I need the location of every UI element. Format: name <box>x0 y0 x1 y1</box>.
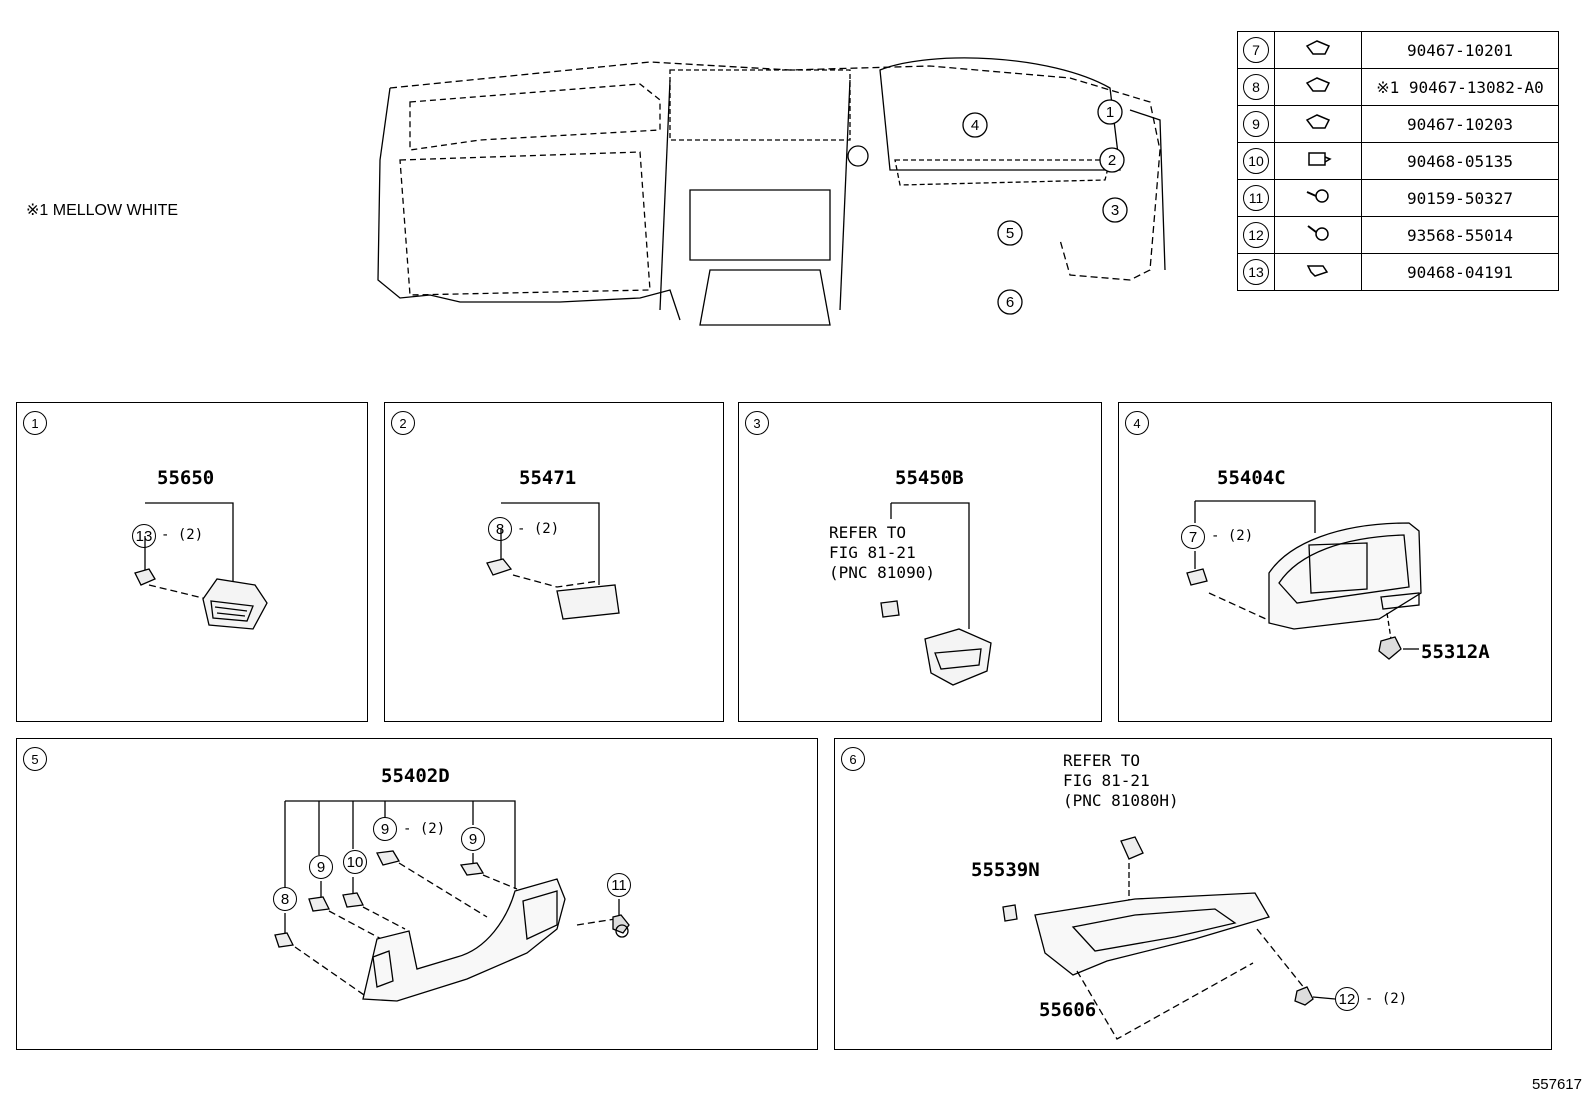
clip-icon <box>1305 114 1331 129</box>
legend-part-number: 90467-10201 <box>1361 31 1559 69</box>
quantity-label: - (2) <box>1211 528 1254 544</box>
reference-note: REFER TO FIG 81-21 (PNC 81080H) <box>1063 751 1179 810</box>
sub-part-number-label: 55539N <box>971 859 1040 881</box>
legend-ref: 13 <box>1243 259 1269 285</box>
detail-panel-5: 5 55402D 8 9 10 9 - (2) 9 11 <box>16 738 818 1050</box>
legend-row: 7 90467-10201 <box>1237 31 1559 69</box>
fastener-callout: 7 <box>1181 525 1205 549</box>
screw-icon <box>1307 225 1329 241</box>
part-number-label: 55606 <box>1039 999 1097 1021</box>
part-number-label: 55471 <box>519 467 577 489</box>
figure-id: 557617 <box>1531 1076 1582 1093</box>
legend-row: 10 90468-05135 <box>1237 142 1559 180</box>
clip-icon <box>1305 77 1331 92</box>
sub-part-number-label: 55312A <box>1421 641 1490 663</box>
part-number-label: 55404C <box>1217 467 1286 489</box>
overview-callout-2: 2 <box>1108 152 1116 169</box>
air-vent-part-drawing <box>134 502 268 630</box>
legend-ref: 8 <box>1243 74 1269 100</box>
color-note: ※1 MELLOW WHITE <box>26 202 179 219</box>
legend-ref: 12 <box>1243 222 1269 248</box>
overview-callout-6: 6 <box>1006 294 1014 311</box>
legend-part-number: 90159-50327 <box>1361 179 1559 217</box>
fastener-callout: 10 <box>343 850 367 874</box>
reference-note: REFER TO FIG 81-21 (PNC 81090) <box>829 523 935 582</box>
screw-icon <box>1306 189 1329 203</box>
quantity-label: - (2) <box>517 521 560 537</box>
legend-row: 12 93568-55014 <box>1237 216 1559 254</box>
legend-ref: 10 <box>1243 148 1269 174</box>
legend-row: 8 ※1 90467-13082-A0 <box>1237 68 1559 106</box>
panel-number: 3 <box>745 411 769 435</box>
fastener-callout: 9 <box>461 827 485 851</box>
under-cover-part-drawing <box>1002 836 1336 1040</box>
lower-panel-part-drawing <box>274 800 630 1002</box>
fastener-callout: 13 <box>132 524 156 548</box>
quantity-label: - (2) <box>1365 991 1408 1007</box>
legend-ref: 7 <box>1243 37 1269 63</box>
fastener-callout: 11 <box>607 873 631 897</box>
detail-panel-4: 4 55404C 7 - (2) 55312A <box>1118 402 1552 722</box>
nut-icon <box>1308 152 1332 166</box>
fastener-callout: 8 <box>488 517 512 541</box>
legend-row: 11 90159-50327 <box>1237 179 1559 217</box>
fastener-callout: 12 <box>1335 987 1359 1011</box>
cover-part-drawing <box>486 502 620 620</box>
overview-callout-3: 3 <box>1111 202 1119 219</box>
legend-row: 13 90468-04191 <box>1237 253 1559 291</box>
part-number-label: 55450B <box>895 467 964 489</box>
legend-ref: 9 <box>1243 111 1269 137</box>
quantity-label: - (2) <box>403 821 446 837</box>
legend-part-number: 90468-04191 <box>1361 253 1559 291</box>
legend-part-number: ※1 90467-13082-A0 <box>1361 68 1559 106</box>
legend-row: 9 90467-10203 <box>1237 105 1559 143</box>
panel-number: 6 <box>841 747 865 771</box>
part-number-label: 55650 <box>157 467 215 489</box>
legend-ref: 11 <box>1243 185 1269 211</box>
detail-panel-2: 2 55471 8 - (2) <box>384 402 724 722</box>
clip-icon <box>1305 40 1331 55</box>
quantity-label: - (2) <box>161 527 204 543</box>
part-number-label: 55402D <box>381 765 450 787</box>
panel-number: 4 <box>1125 411 1149 435</box>
panel-number: 5 <box>23 747 47 771</box>
detail-panel-6: 6 REFER TO FIG 81-21 (PNC 81080H) 55539N… <box>834 738 1552 1050</box>
clip-icon <box>1306 265 1329 277</box>
dashboard-overview-drawing: 4 1 2 3 5 6 <box>377 57 1166 326</box>
fastener-callout: 9 <box>309 855 333 879</box>
switch-base-part-drawing <box>880 502 992 686</box>
fastener-legend-table: 7 90467-10201 8 ※1 90467-13082-A0 9 9046… <box>1237 31 1559 291</box>
detail-panel-1: 1 55650 13 - (2) <box>16 402 368 722</box>
legend-part-number: 90468-05135 <box>1361 142 1559 180</box>
overview-callout-4: 4 <box>971 117 979 134</box>
meter-hood-part-drawing <box>1186 500 1422 660</box>
legend-part-number: 90467-10203 <box>1361 105 1559 143</box>
panel-number: 2 <box>391 411 415 435</box>
legend-part-number: 93568-55014 <box>1361 216 1559 254</box>
detail-panel-3: 3 55450B REFER TO FIG 81-21 (PNC 81090) <box>738 402 1102 722</box>
overview-callout-5: 5 <box>1006 225 1014 242</box>
fastener-callout: 8 <box>273 887 297 911</box>
overview-callout-1: 1 <box>1106 104 1114 121</box>
panel-number: 1 <box>23 411 47 435</box>
fastener-callout: 9 <box>373 817 397 841</box>
